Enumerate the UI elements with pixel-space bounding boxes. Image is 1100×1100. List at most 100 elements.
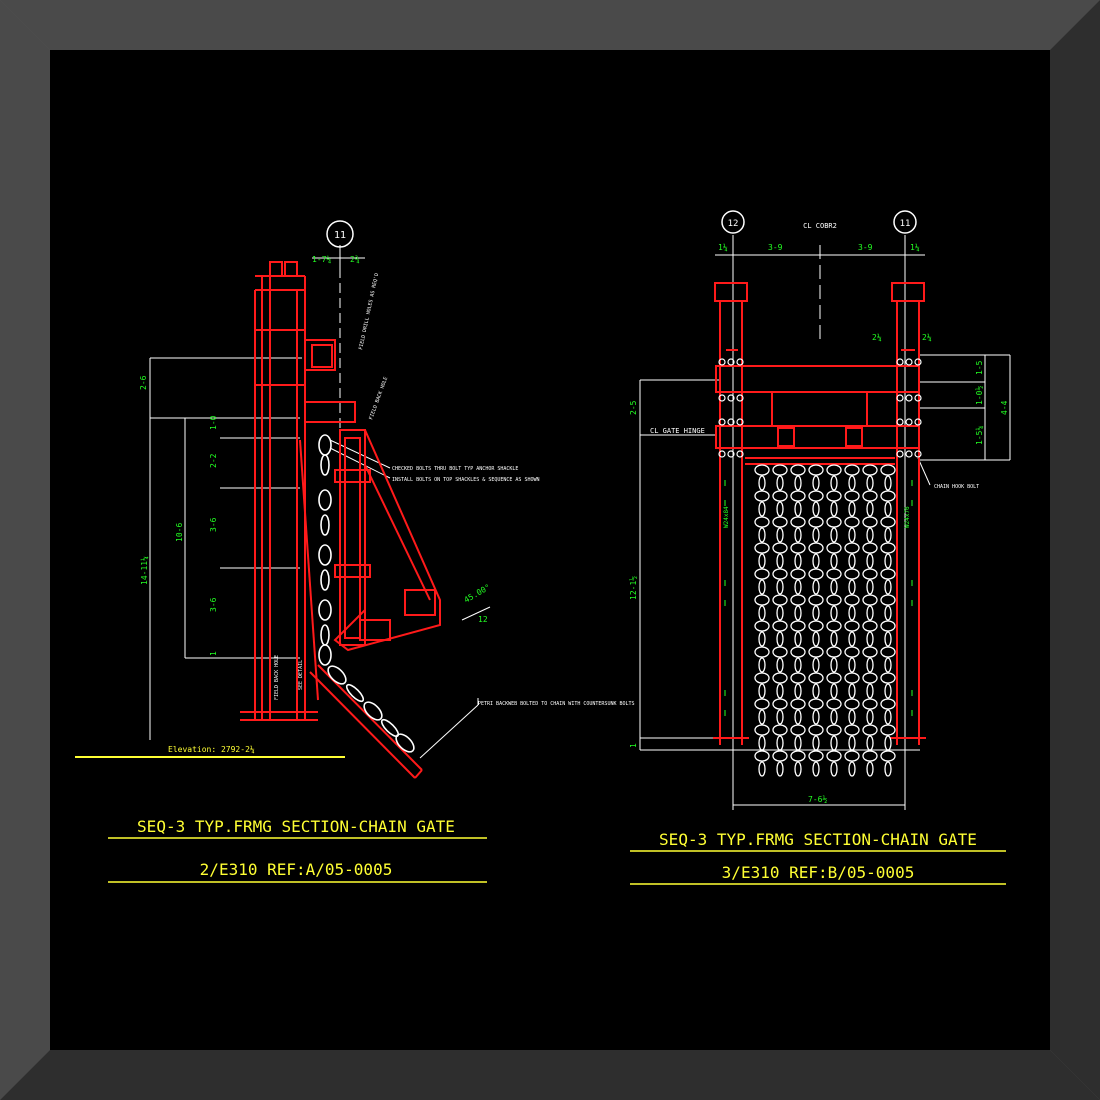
frame-bevel-bottom (0, 1050, 1100, 1100)
right-chain-curtain (754, 464, 896, 777)
chain-link (844, 594, 860, 606)
chain-link (848, 657, 856, 673)
chain-link (808, 620, 824, 632)
chain-link (794, 631, 802, 647)
chain-link (812, 553, 820, 569)
chain-link (862, 490, 878, 502)
right-dim-top-l: 1¼ (718, 243, 728, 252)
chain-link (830, 735, 838, 751)
chain-link (794, 475, 802, 491)
chain-link (830, 553, 838, 569)
chain-link (880, 698, 896, 710)
chain-link (866, 501, 874, 517)
chain-link (826, 594, 842, 606)
chain-link (826, 464, 842, 476)
frame-bevel-top (0, 0, 1100, 50)
chain-link (758, 501, 766, 517)
chain-link (758, 735, 766, 751)
right-dim-top-m2: 3-9 (858, 243, 873, 252)
chain-link (866, 553, 874, 569)
chain-link (794, 683, 802, 699)
chain-link (848, 501, 856, 517)
chain-link (848, 527, 856, 543)
chain-link (758, 709, 766, 725)
chain-link (808, 724, 824, 736)
chain-link (790, 620, 806, 632)
chain-link (830, 683, 838, 699)
left-chain-vertical (318, 434, 332, 666)
chain-link (812, 683, 820, 699)
right-grid-bubble-right (893, 210, 917, 234)
chain-link (754, 464, 770, 476)
chain-link (826, 620, 842, 632)
chain-link (826, 724, 842, 736)
chain-link (794, 657, 802, 673)
chain-link (862, 646, 878, 658)
chain-link (772, 724, 788, 736)
chain-link (866, 579, 874, 595)
chain-link (844, 568, 860, 580)
left-dim-total-b: 14-11¼ (140, 556, 149, 585)
chain-link (754, 516, 770, 528)
chain-link (812, 605, 820, 621)
right-white-linework (639, 235, 1011, 810)
right-dim-small-l: 2¼ (872, 333, 882, 342)
left-note-2: INSTALL BOLTS ON TOP SHACKLES & SEQUENCE… (392, 477, 540, 483)
chain-link (866, 709, 874, 725)
left-red-steel (240, 261, 441, 779)
chain-link (866, 631, 874, 647)
left-dim-d6: 1 (209, 651, 218, 656)
left-dim-d5: 3-6 (209, 597, 218, 612)
chain-link (776, 579, 784, 595)
chain-link (826, 698, 842, 710)
chain-link (862, 464, 878, 476)
left-ref: 2/E310 REF:A/05-0005 (200, 860, 393, 879)
chain-link (866, 475, 874, 491)
left-dim-d3: 2-2 (209, 453, 218, 468)
chain-link (776, 657, 784, 673)
chain-link (758, 683, 766, 699)
chain-link (880, 568, 896, 580)
chain-link (844, 516, 860, 528)
chain-link (830, 631, 838, 647)
chain-link (866, 527, 874, 543)
left-dim-total-a: 10-6 (175, 523, 184, 542)
chain-link (884, 683, 892, 699)
chain-link (794, 579, 802, 595)
right-dim-r4: 4-4 (1000, 400, 1009, 415)
chain-link (830, 761, 838, 777)
chain-link (812, 579, 820, 595)
chain-link (808, 516, 824, 528)
chain-link (880, 516, 896, 528)
chain-link (794, 527, 802, 543)
chain-link (790, 490, 806, 502)
chain-link (830, 475, 838, 491)
chain-link (808, 672, 824, 684)
chain-link (848, 579, 856, 595)
chain-link (830, 527, 838, 543)
chain-link (862, 568, 878, 580)
chain-link (776, 709, 784, 725)
chain-link (772, 698, 788, 710)
chain-link (812, 657, 820, 673)
right-ref: 3/E310 REF:B/05-0005 (722, 863, 915, 882)
chain-link (790, 672, 806, 684)
chain-link (866, 605, 874, 621)
chain-link (812, 475, 820, 491)
chain-link (772, 594, 788, 606)
chain-link (758, 761, 766, 777)
chain-link (758, 579, 766, 595)
right-red-steel (713, 282, 926, 745)
right-dim-top-r: 1¼ (910, 243, 920, 252)
chain-link (776, 735, 784, 751)
chain-link (880, 594, 896, 606)
chain-link (826, 542, 842, 554)
right-white-labels: CL COBR2 CL GATE HINGE CHAIN HOOK BOLT (650, 222, 979, 490)
chain-link (772, 542, 788, 554)
chain-link (866, 657, 874, 673)
chain-link (844, 646, 860, 658)
chain-link (812, 761, 820, 777)
left-title: SEQ-3 TYP.FRMG SECTION-CHAIN GATE (137, 817, 455, 836)
chain-link (776, 761, 784, 777)
